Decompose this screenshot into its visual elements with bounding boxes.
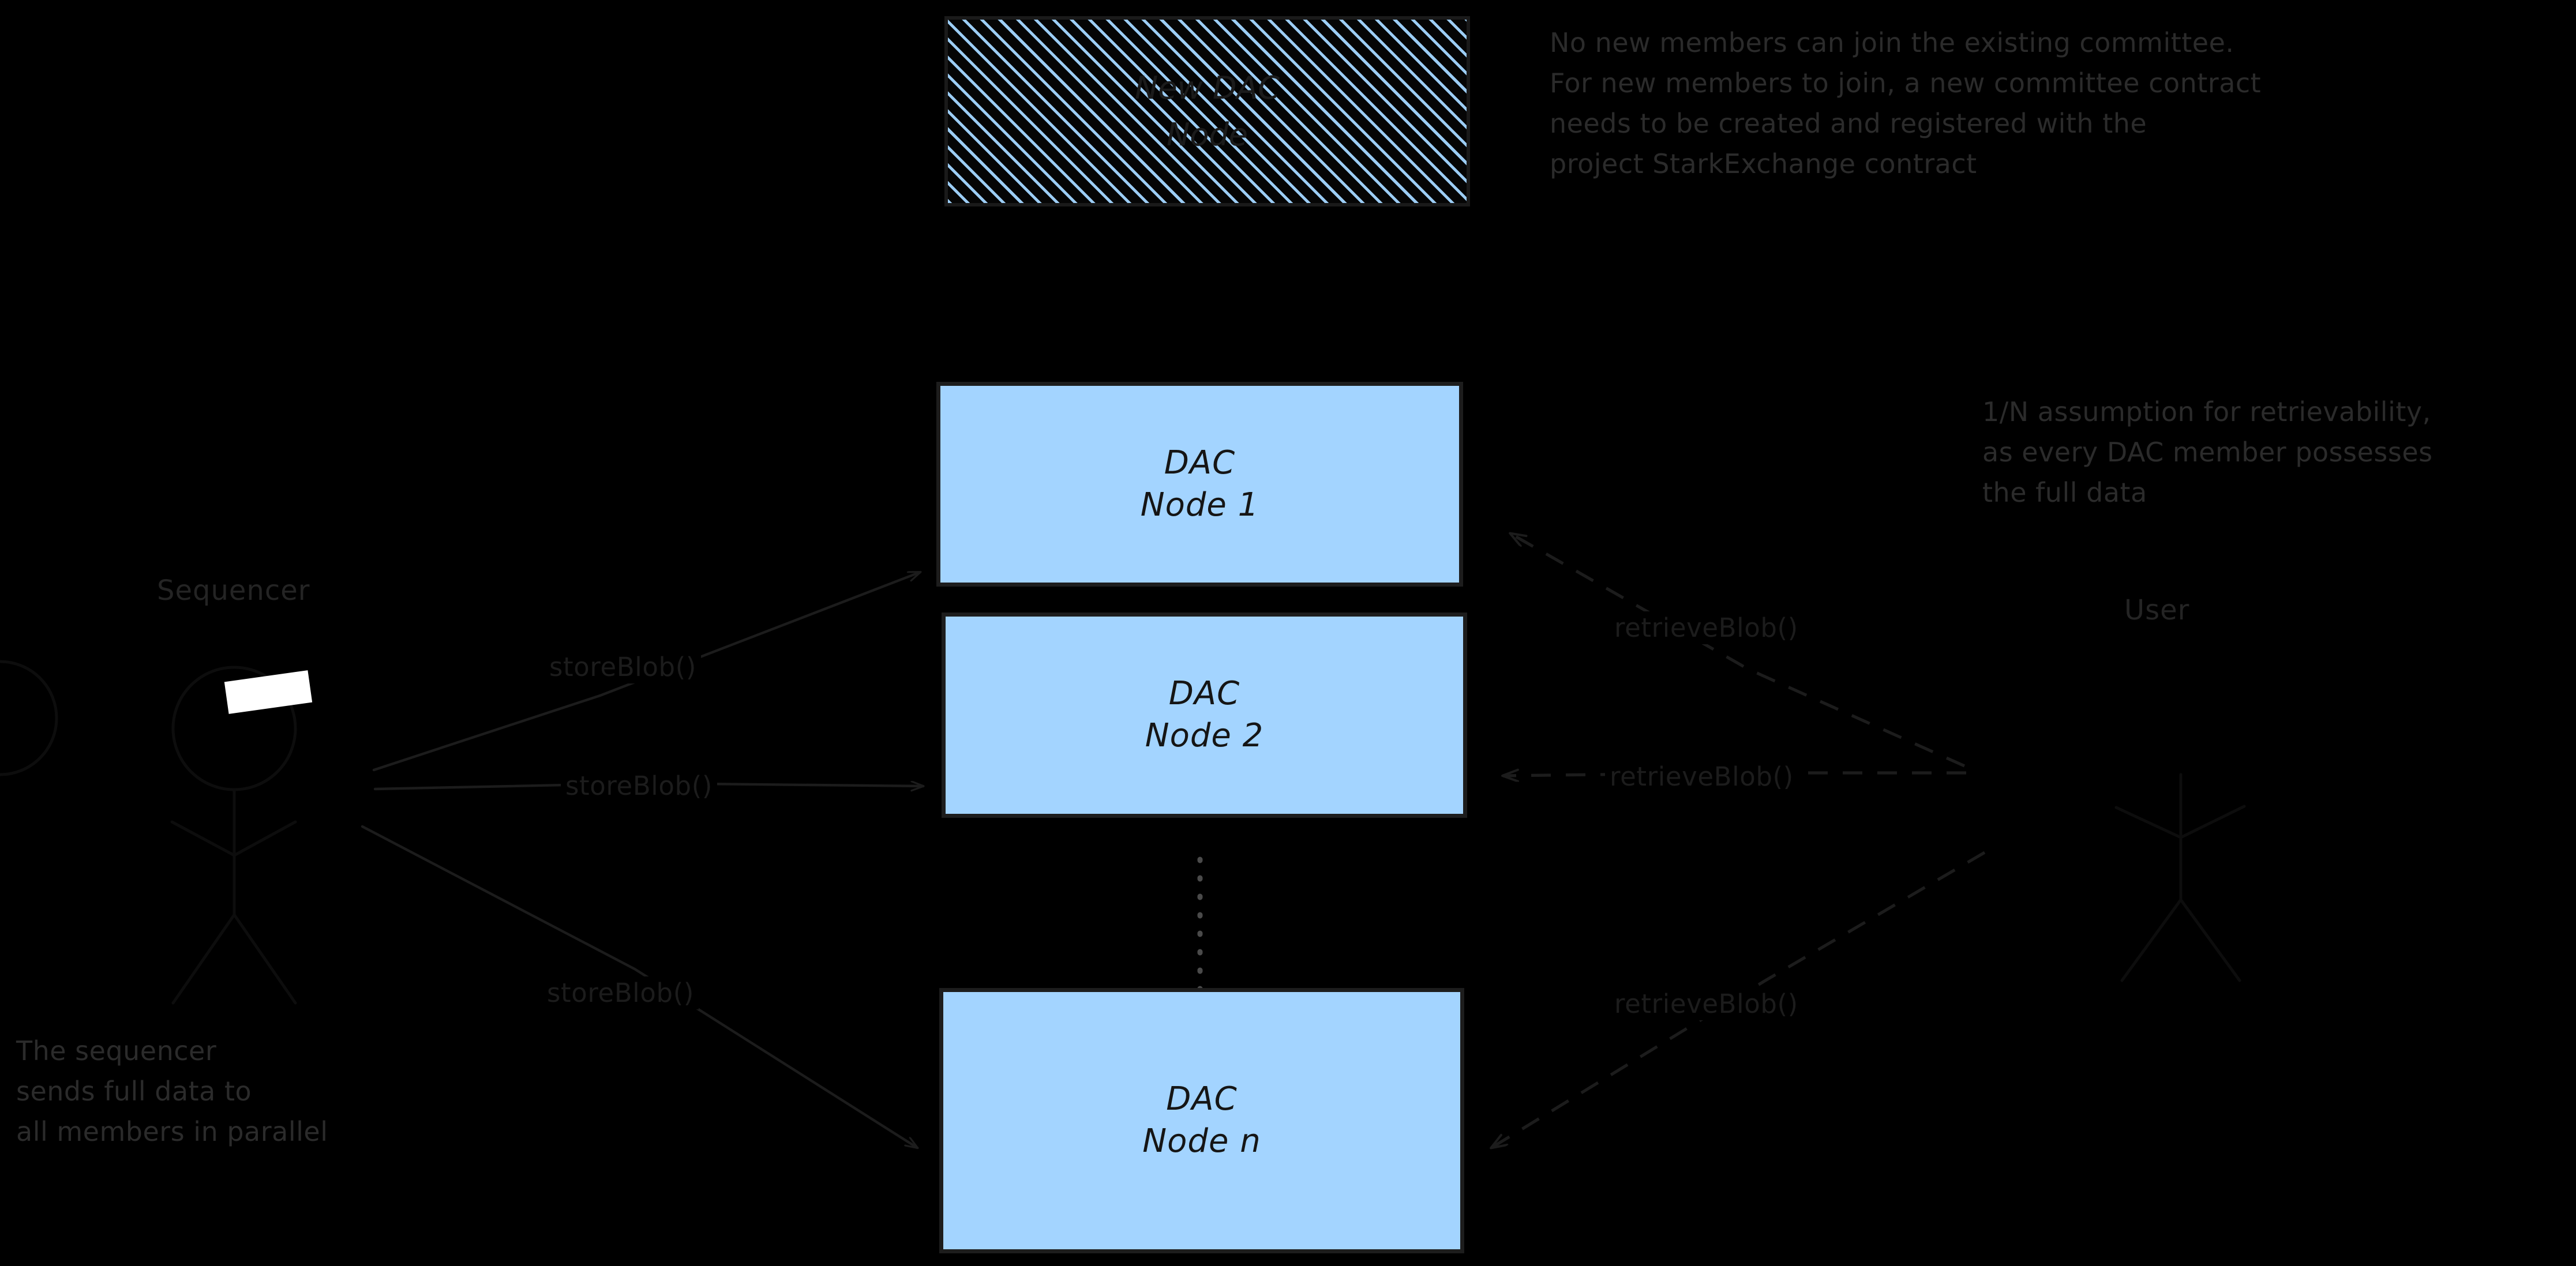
sequencer-actor-figure xyxy=(170,666,297,1005)
user-actor-figure xyxy=(0,660,2246,982)
annotation-committee: No new members can join the existing com… xyxy=(1550,27,2262,179)
edge-store-blob-node-1 xyxy=(372,570,920,772)
edge-label-store-blob-1: storeBlob() xyxy=(545,651,702,683)
edge-label-store-blob-2: storeBlob() xyxy=(561,769,718,802)
dac-node-2-label-line2: Node 2 xyxy=(1145,717,1264,754)
edge-retrieve-blob-node-1 xyxy=(1510,534,1966,768)
dac-node-1-label-line1: DAC xyxy=(1164,444,1236,482)
dac-node-1-box[interactable]: DAC Node 1 xyxy=(936,382,1463,587)
dac-node-2-label-line1: DAC xyxy=(1168,675,1240,713)
edge-label-retrieve-blob-2: retrieveBlob() xyxy=(1605,760,1798,793)
edge-label-retrieve-blob-1: retrieveBlob() xyxy=(1610,611,1803,644)
dac-node-n-label-line2: Node n xyxy=(1142,1122,1261,1160)
edge-label-store-blob-n: storeBlob() xyxy=(542,976,699,1009)
dac-node-n-box[interactable]: DAC Node n xyxy=(939,988,1464,1253)
new-dac-node-label-line2: Node xyxy=(1167,117,1248,153)
new-dac-node-label-line1: New DAC xyxy=(1134,70,1280,106)
annotation-sequencer-note: The sequencer sends full data to all mem… xyxy=(16,1035,328,1147)
new-dac-node-box[interactable]: New DAC Node xyxy=(944,16,1470,206)
edge-retrieve-blob-node-2 xyxy=(1503,773,1966,776)
edge-store-blob-node-n xyxy=(361,825,917,1149)
sequencer-label: Sequencer xyxy=(157,574,310,607)
edge-label-retrieve-blob-n: retrieveBlob() xyxy=(1610,987,1803,1020)
dac-node-2-box[interactable]: DAC Node 2 xyxy=(942,613,1467,818)
dac-node-n-label-line1: DAC xyxy=(1166,1080,1238,1118)
edge-retrieve-blob-node-n xyxy=(1491,851,1986,1148)
annotation-retrievability: 1/N assumption for retrievability, as ev… xyxy=(1982,396,2433,508)
dac-node-1-label-line2: Node 1 xyxy=(1140,486,1259,524)
user-label: User xyxy=(2124,594,2190,626)
